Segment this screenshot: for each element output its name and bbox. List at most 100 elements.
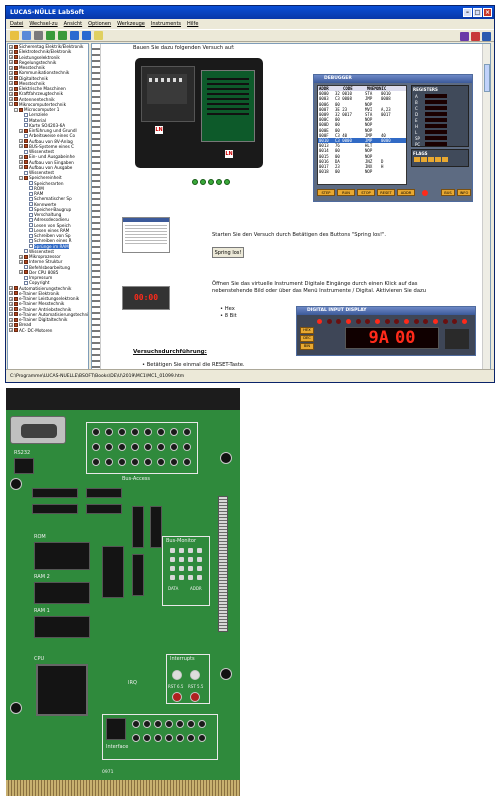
tree-item[interactable]: -Microcomputer 1 [8,107,88,112]
bus-socket[interactable] [105,428,113,436]
expand-icon[interactable]: + [19,165,23,170]
menu-item-1[interactable]: Wechsel-zu [29,21,58,27]
tree-item[interactable]: Schreiben eines R [8,238,88,243]
tree-item[interactable]: +Der CPU 8085 [8,270,88,275]
tree-item[interactable]: Arbeitsweise eines Co [8,133,88,138]
tree-item[interactable]: +Messtechnik [8,65,88,70]
tree-item[interactable]: Verschaltung [8,212,88,217]
interrupt-switch-2[interactable] [190,670,200,680]
tree-item[interactable]: Kennwerte [8,202,88,207]
expand-icon[interactable]: + [9,97,13,102]
tree-item[interactable]: Sprünge im RAM [8,243,88,249]
bus-socket[interactable] [157,428,165,436]
expand-icon[interactable]: + [9,307,13,312]
expand-icon[interactable]: + [9,328,13,333]
bus-socket[interactable] [131,443,139,451]
debugger-addr-button[interactable]: ADDR [397,189,415,196]
expand-icon[interactable]: + [9,312,13,317]
tree-item[interactable]: Copyright [8,280,88,285]
expand-icon[interactable]: + [9,76,13,81]
tree-item[interactable]: +Einführung und Grundl [8,128,88,133]
forward-icon[interactable] [82,31,91,40]
vertical-scrollbar[interactable] [482,44,490,369]
bus-socket[interactable] [183,428,191,436]
bus-socket[interactable] [131,458,139,466]
tree-item[interactable]: +Automatisierungstechnik [8,286,88,291]
tree-item[interactable]: Speicher-Baugrup [8,207,88,212]
tree-item[interactable]: +Messtechnik [8,81,88,86]
print-icon[interactable] [34,31,43,40]
tree-item[interactable]: +e-Trainer Messtechnik [8,301,88,306]
interface-socket[interactable] [165,734,173,742]
rst55-socket[interactable] [190,692,200,702]
tree-item[interactable]: Impressum [8,275,88,280]
expand-icon[interactable]: + [9,81,13,86]
bus-socket[interactable] [170,428,178,436]
tree-item[interactable]: +Aufbau von Ausgabe [8,165,88,170]
tree-item[interactable]: +Elektrotechnik/Elektronik [8,49,88,54]
interface-socket[interactable] [132,720,140,728]
menu-item-4[interactable]: Werkzeuge [117,21,145,27]
menu-item-3[interactable]: Optionen [88,21,112,27]
bus-socket[interactable] [144,443,152,451]
tree-item[interactable]: +Aufbau von Eingaben [8,160,88,165]
menu-item-5[interactable]: Instruments [150,21,182,27]
interface-socket[interactable] [176,734,184,742]
dec-button[interactable]: DEC [300,335,314,342]
tree-item[interactable]: Material [8,118,88,123]
tree-item[interactable]: -Speichereinheit [8,175,88,180]
expand-icon[interactable]: + [9,55,13,60]
tree-item[interactable]: +Leistungselektronik [8,55,88,60]
bus-socket[interactable] [92,443,100,451]
interface-socket[interactable] [154,720,162,728]
expand-icon[interactable]: + [9,86,13,91]
expand-icon[interactable]: + [19,154,23,159]
tree-item[interactable]: +Kraftfahrzeugtechnik [8,91,88,96]
expand-icon[interactable]: + [19,160,23,165]
interface-socket[interactable] [154,734,162,742]
tree-item[interactable]: +Kommunikationstechnik [8,70,88,75]
expand-icon[interactable]: + [9,291,13,296]
expand-icon[interactable]: + [9,301,13,306]
tree-item[interactable]: Schreiben von Sp [8,233,88,238]
spring-los-button[interactable]: Spring los! [212,247,244,258]
tree-item[interactable]: RAM [8,191,88,196]
hex-button[interactable]: HEX [300,327,314,334]
tree-item[interactable]: +Antennentechnik [8,97,88,102]
tree-item[interactable]: Lesen von Speich [8,223,88,228]
close-button[interactable]: × [483,8,492,17]
tree-item[interactable]: +e-Trainer Antriebstechnik [8,307,88,312]
bus-socket[interactable] [183,458,191,466]
expand-icon[interactable]: + [19,139,23,144]
tree-item[interactable]: Adressdecodieru [8,217,88,222]
tree-item[interactable]: +AC- DC-Motoren [8,328,88,333]
nav-prev-icon[interactable] [200,179,206,185]
arrow-down-icon[interactable] [58,31,67,40]
tree-item[interactable]: Lesen eines RAM [8,228,88,233]
bookmark-icon[interactable] [94,31,103,40]
expand-icon[interactable]: + [9,317,13,322]
expand-icon[interactable]: + [19,128,23,133]
bus-socket[interactable] [170,458,178,466]
folder-icon[interactable] [10,31,19,40]
tree-item[interactable]: ROM [8,186,88,191]
bus-socket[interactable] [118,458,126,466]
tree-item[interactable]: +Aufbau von 8V-Anlag [8,139,88,144]
expand-icon[interactable]: + [9,91,13,96]
interface-socket[interactable] [176,720,184,728]
collapse-icon[interactable]: - [14,107,18,112]
debugger-step-button[interactable]: STEP [317,189,335,196]
expand-icon[interactable]: + [9,49,13,54]
expand-icon[interactable]: + [9,60,13,65]
bus-socket[interactable] [118,443,126,451]
nav-play-icon[interactable] [208,179,214,185]
bus-socket[interactable] [118,428,126,436]
